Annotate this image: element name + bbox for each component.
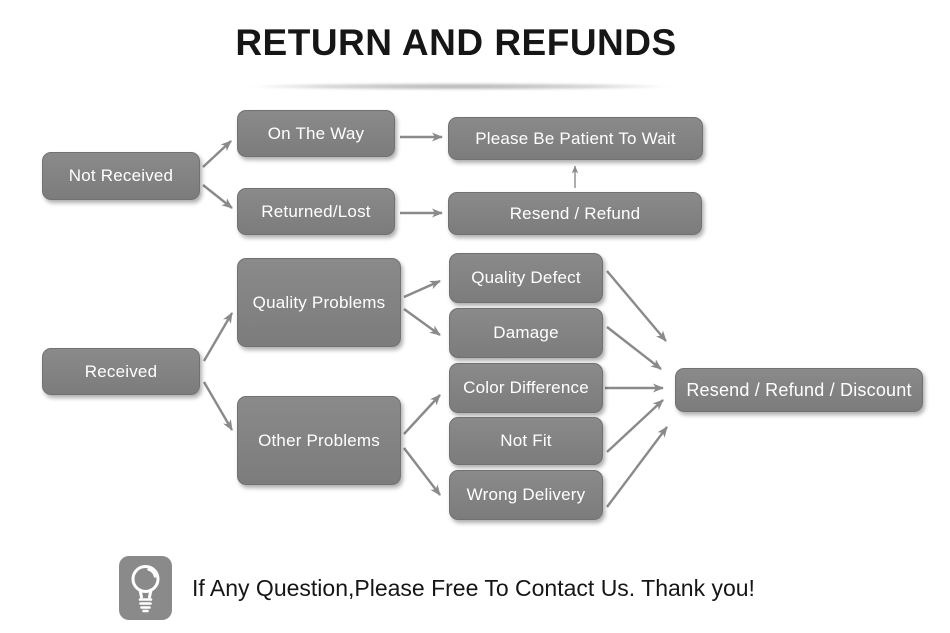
- node-received: Received: [42, 348, 200, 395]
- node-resend-refund-discount: Resend / Refund / Discount: [675, 368, 923, 412]
- arrow-other-problems-to-wrong-delivery: [403, 447, 441, 496]
- node-on-the-way: On The Way: [237, 110, 395, 157]
- node-please-be-patient-to-wait: Please Be Patient To Wait: [448, 117, 703, 160]
- node-not-received: Not Received: [42, 152, 200, 200]
- arrow-received-to-quality-problems: [202, 312, 234, 362]
- arrow-other-problems-to-color-difference: [403, 394, 441, 435]
- node-resend-refund: Resend / Refund: [448, 192, 702, 235]
- arrow-not-fit-to-resend-refund-discount: [606, 399, 664, 453]
- arrow-not-received-to-returned-lost: [202, 184, 233, 209]
- node-returned-lost: Returned/Lost: [237, 188, 395, 235]
- title-shadow-divider: [204, 82, 716, 91]
- arrow-damage-to-resend-refund-discount: [606, 326, 662, 370]
- arrow-quality-problems-to-damage: [403, 308, 441, 336]
- node-quality-defect: Quality Defect: [449, 253, 603, 303]
- contact-note-text: If Any Question,Please Free To Contact U…: [192, 574, 755, 601]
- node-wrong-delivery: Wrong Delivery: [449, 470, 603, 520]
- node-quality-problems: Quality Problems: [237, 258, 401, 347]
- arrow-quality-problems-to-quality-defect: [403, 279, 441, 299]
- node-damage: Damage: [449, 308, 603, 358]
- arrow-received-to-other-problems: [202, 381, 234, 431]
- arrow-not-received-to-on-the-way: [202, 140, 232, 168]
- node-color-difference: Color Difference: [449, 363, 603, 413]
- node-not-fit: Not Fit: [449, 417, 603, 465]
- lightbulb-icon: [119, 556, 172, 620]
- arrow-quality-defect-to-resend-refund-discount: [606, 270, 667, 342]
- page-title: RETURN AND REFUNDS: [235, 22, 677, 63]
- node-other-problems: Other Problems: [237, 396, 401, 485]
- arrow-wrong-delivery-to-resend-refund-discount: [606, 426, 668, 508]
